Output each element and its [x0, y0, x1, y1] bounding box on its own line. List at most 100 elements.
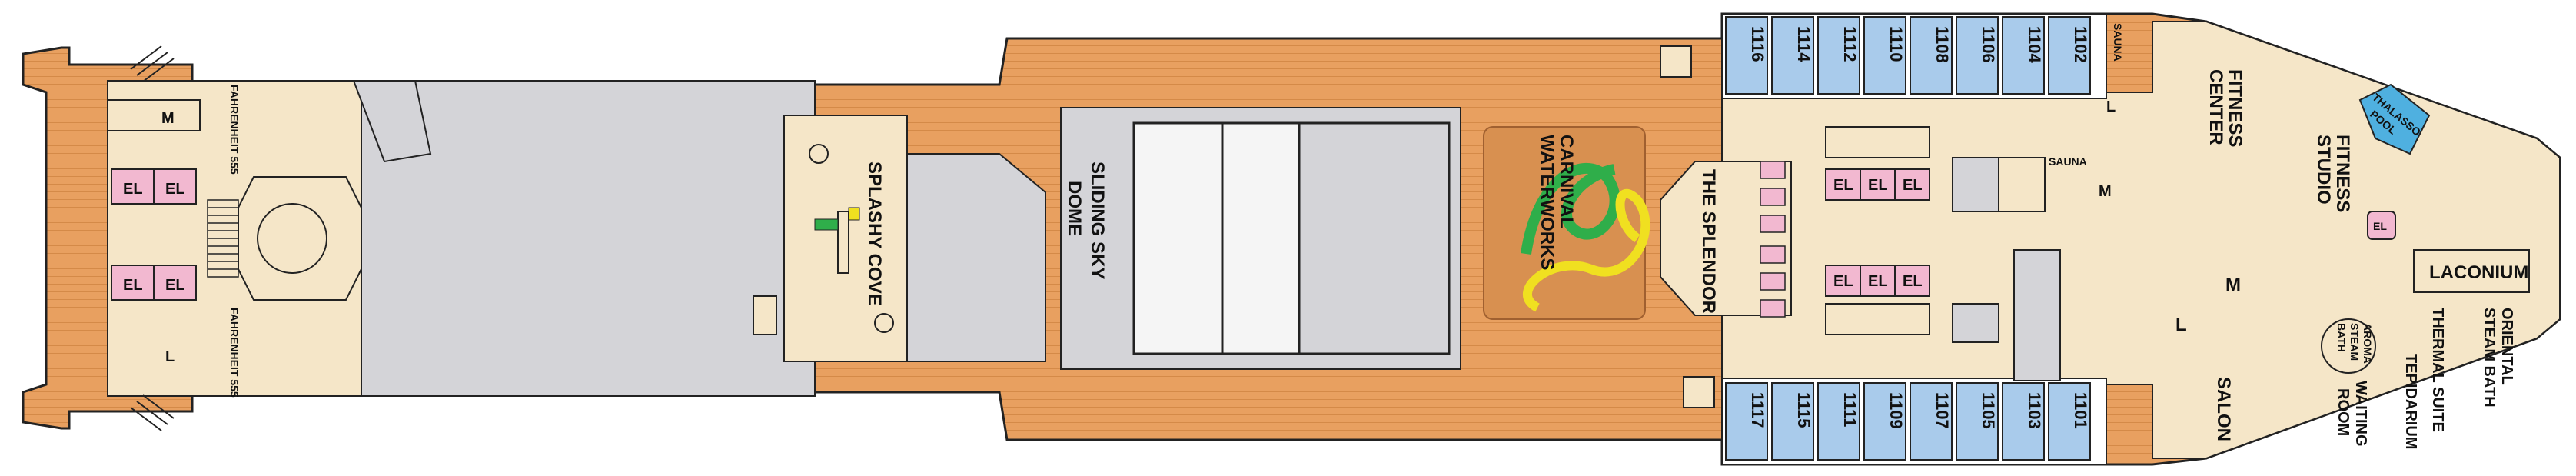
el-label: EL	[165, 277, 185, 294]
el-label: EL	[1833, 177, 1853, 194]
ladies-restroom-label: L	[165, 348, 175, 365]
fitness-center-label-2: CENTER	[2205, 69, 2226, 145]
el-label: EL	[165, 181, 185, 198]
cabin-number: 1117	[1748, 392, 1767, 428]
cabin-box	[2048, 382, 2091, 461]
waterslide-yellow	[1523, 188, 1650, 312]
cabin-number: 1116	[1748, 26, 1767, 62]
el-label: EL	[123, 181, 143, 198]
splashy-pool-2	[874, 313, 894, 333]
fitness-studio-label-1: FITNESS	[2332, 135, 2353, 212]
fahrenheit-label-top: FAHRENHEIT 555	[228, 85, 241, 175]
cabin-box	[2048, 16, 2091, 95]
splashy-slide	[837, 211, 849, 274]
elevator-fwd-2	[1860, 168, 1896, 201]
sky-dome-label-1: SLIDING SKY	[1087, 161, 1108, 279]
cabin-number: 1109	[1886, 392, 1906, 429]
elevator-spa	[2367, 211, 2396, 240]
splendor-stage	[1660, 161, 1792, 316]
aroma-steam-room	[2321, 318, 2376, 374]
oriental-label-2: STEAM BATH	[2481, 308, 2498, 408]
cabin-box	[1771, 16, 1814, 95]
el-label: EL	[2373, 220, 2387, 232]
salon-label: SALON	[2213, 377, 2234, 441]
cabin-number: 1110	[1886, 26, 1906, 62]
cabin-box	[1956, 382, 1999, 461]
splendor-seating	[1760, 161, 1786, 318]
ladies-spa-label: L	[2175, 315, 2187, 335]
cabin-box	[1725, 382, 1768, 461]
mens-restroom-label: M	[161, 110, 175, 127]
cabin-number: 1103	[2025, 392, 2044, 429]
ladies-restroom-label: L	[2106, 98, 2116, 115]
sky-dome-label-2: DOME	[1064, 181, 1085, 236]
cabin-box	[1817, 382, 1860, 461]
waterworks-label-2: WATERWORKS	[1537, 135, 1557, 270]
elevator-aft-2	[153, 168, 197, 205]
splendor-label: THE SPLENDOR	[1698, 169, 1719, 314]
el-label: EL	[123, 277, 143, 294]
splashy-pool-1	[809, 144, 829, 164]
cabin-box	[1863, 382, 1906, 461]
cabin-box	[1863, 16, 1906, 95]
cabin-box	[1771, 382, 1814, 461]
oriental-label-1: ORIENTAL	[2498, 308, 2515, 385]
aft-stairs	[207, 199, 239, 278]
thalasso-pool	[2358, 83, 2431, 155]
elevator-fwd-1	[1825, 168, 1861, 201]
fitness-center-label-1: FITNESS	[2225, 69, 2245, 147]
aft-grey-room	[361, 80, 816, 397]
theater-center	[257, 203, 327, 274]
cabins-bottom-row: 1117 1115 1111 1109 1107 1105 1103 1101	[1725, 382, 2091, 461]
fitness-studio-label-2: STUDIO	[2313, 135, 2334, 205]
cabin-number: 1105	[1979, 392, 1998, 429]
cabin-number: 1106	[1979, 26, 1998, 63]
cabin-number: 1101	[2071, 392, 2090, 429]
cabin-box	[2002, 382, 2045, 461]
sauna-mid-label: SAUNA	[2049, 155, 2087, 168]
el-label: EL	[1833, 273, 1853, 290]
tepidarium-label: TEPIDARIUM	[2402, 354, 2419, 449]
cabin-box	[2002, 16, 2045, 95]
cabin-box	[1956, 16, 1999, 95]
elevator-aft-3	[111, 265, 155, 301]
cabin-box	[1817, 16, 1860, 95]
sky-dome-panel-3	[1298, 121, 1451, 355]
splashy-cove-label: SPLASHY COVE	[864, 161, 885, 306]
aft-deck-steps	[130, 45, 175, 431]
cabin-box	[1725, 16, 1768, 95]
elevator-fwd-6	[1894, 265, 1930, 297]
cabin-number: 1102	[2071, 26, 2090, 63]
waiting-label-1: WAITING	[2352, 381, 2369, 447]
laconium-label: LACONIUM	[2429, 262, 2528, 283]
sky-dome-panel-2	[1221, 121, 1301, 355]
aroma-label-2: STEAM	[2348, 323, 2361, 361]
cabin-number: 1104	[2025, 26, 2044, 63]
cabin-number: 1112	[1840, 26, 1860, 62]
waiting-label-2: ROOM	[2335, 388, 2352, 436]
cabin-number: 1114	[1794, 26, 1813, 62]
elevator-fwd-3	[1894, 168, 1930, 201]
cabin-number: 1111	[1840, 392, 1860, 427]
splashy-cove-grey	[906, 153, 1046, 362]
cabin-number: 1115	[1794, 392, 1813, 428]
el-label: EL	[1868, 177, 1888, 194]
el-label: EL	[1868, 273, 1888, 290]
cabin-box	[1910, 16, 1953, 95]
fwd-grey-stair	[1952, 157, 1999, 212]
el-label: EL	[1903, 177, 1923, 194]
sky-dome-panel-1	[1132, 121, 1228, 355]
cabin-box	[1910, 382, 1953, 461]
mens-restroom-label: M	[2099, 183, 2112, 200]
splashy-stairs	[753, 295, 777, 335]
elevator-aft-4	[153, 265, 197, 301]
aft-grey-angled	[352, 80, 432, 163]
el-label: EL	[1903, 273, 1923, 290]
fahrenheit-label-bottom: FAHRENHEIT 555	[228, 308, 241, 398]
thermal-suite-label: THERMAL SUITE	[2429, 308, 2446, 432]
fwd-grey-block	[2013, 249, 2061, 381]
mens-spa-label: M	[2225, 275, 2241, 295]
cabin-number: 1107	[1933, 392, 1952, 429]
